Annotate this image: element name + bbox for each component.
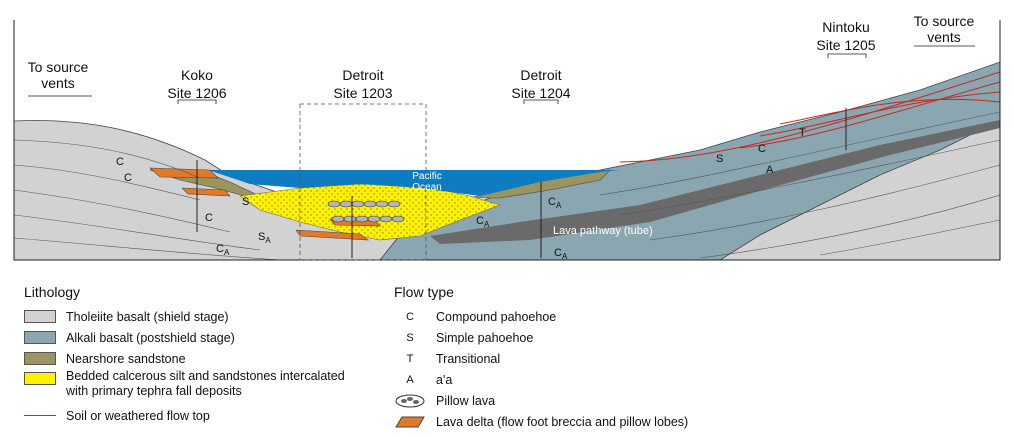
flow-type-title: Flow type xyxy=(394,284,454,300)
svg-text:A: A xyxy=(766,164,774,176)
flow-item-c: C Compound pahoehoe xyxy=(406,309,557,324)
svg-text:C: C xyxy=(205,212,213,224)
svg-text:Nintoku: Nintoku xyxy=(822,19,869,35)
flow-type-legend: Flow type C Compound pahoehoe S Simple p… xyxy=(394,284,814,432)
section-frame xyxy=(13,20,1001,261)
site-brackets xyxy=(28,45,975,104)
svg-text:Ocean: Ocean xyxy=(412,182,441,193)
lava-delta-3 xyxy=(295,229,369,241)
svg-text:CA: CA xyxy=(554,247,568,261)
pillow-lava-bed xyxy=(327,200,405,223)
svg-text:C: C xyxy=(124,172,132,184)
svg-text:Detroit: Detroit xyxy=(342,67,383,83)
svg-text:Site 1205: Site 1205 xyxy=(816,37,875,53)
soil-line-swatch xyxy=(24,415,56,416)
svg-text:vents: vents xyxy=(927,29,960,45)
calcareous-swatch xyxy=(24,372,56,385)
lithology-legend: Lithology Tholeiite basalt (shield stage… xyxy=(24,284,384,426)
sandstone-swatch xyxy=(24,352,56,365)
svg-text:CA: CA xyxy=(548,196,562,210)
flow-item-pillow: Pillow lava xyxy=(394,390,814,411)
flow-item-t: T Transitional xyxy=(406,351,501,366)
pillow-lava-icon xyxy=(395,394,425,407)
site-labels: To source vents Koko Site 1206 Detroit S… xyxy=(28,13,975,101)
legend-item-alkali: Alkali basalt (postshield stage) xyxy=(24,327,384,348)
svg-text:To source: To source xyxy=(914,13,975,29)
lava-pathway-label: Lava pathway (tube) xyxy=(553,225,653,237)
flow-item-a: A a'a xyxy=(406,372,453,387)
svg-text:CA: CA xyxy=(216,243,230,257)
lava-delta-1 xyxy=(149,167,219,179)
bedding-lines xyxy=(14,111,1000,260)
svg-text:S: S xyxy=(242,196,249,208)
lava-pathway-tube xyxy=(430,120,1000,244)
svg-text:Site 1204: Site 1204 xyxy=(511,85,570,101)
legend-item-tholeiite: Tholeiite basalt (shield stage) xyxy=(24,306,384,327)
svg-text:CA: CA xyxy=(476,215,490,229)
svg-text:T: T xyxy=(799,127,806,139)
svg-text:S: S xyxy=(716,153,723,165)
flow-code-labels: C C S C SA CA CA CA CA T C S A xyxy=(116,127,806,261)
soil-lines xyxy=(619,71,1000,163)
legend-item-sandstone: Nearshore sandstone xyxy=(24,348,384,369)
flow-item-lava-delta: Lava delta (flow foot breccia and pillow… xyxy=(394,411,814,432)
ocean-label: Pacific Ocean xyxy=(412,171,441,193)
svg-text:Koko: Koko xyxy=(181,67,213,83)
cross-section-diagram: To source vents Koko Site 1206 Detroit S… xyxy=(13,13,1001,261)
svg-text:C: C xyxy=(758,143,766,155)
svg-text:Pacific: Pacific xyxy=(412,171,441,182)
lithology-title: Lithology xyxy=(24,284,81,300)
legend-item-calcareous: Bedded calcerous silt and sandstones int… xyxy=(24,369,384,405)
svg-text:Detroit: Detroit xyxy=(520,67,561,83)
borehole-lines xyxy=(196,108,847,258)
svg-text:C: C xyxy=(116,156,124,168)
lava-delta-icon xyxy=(395,416,425,427)
flow-item-s: S Simple pahoehoe xyxy=(406,330,534,345)
tholeiite-swatch xyxy=(24,310,56,323)
lava-delta-2 xyxy=(181,187,231,197)
svg-text:SA: SA xyxy=(258,231,271,245)
alkali-swatch xyxy=(24,331,56,344)
svg-text:To source: To source xyxy=(28,59,89,75)
ocean xyxy=(208,170,620,196)
legend-item-soil: Soil or weathered flow top xyxy=(24,405,384,426)
svg-text:vents: vents xyxy=(41,75,74,91)
svg-text:Site 1206: Site 1206 xyxy=(167,85,226,101)
svg-text:Site 1203: Site 1203 xyxy=(333,85,392,101)
site-1203-box xyxy=(299,103,427,261)
